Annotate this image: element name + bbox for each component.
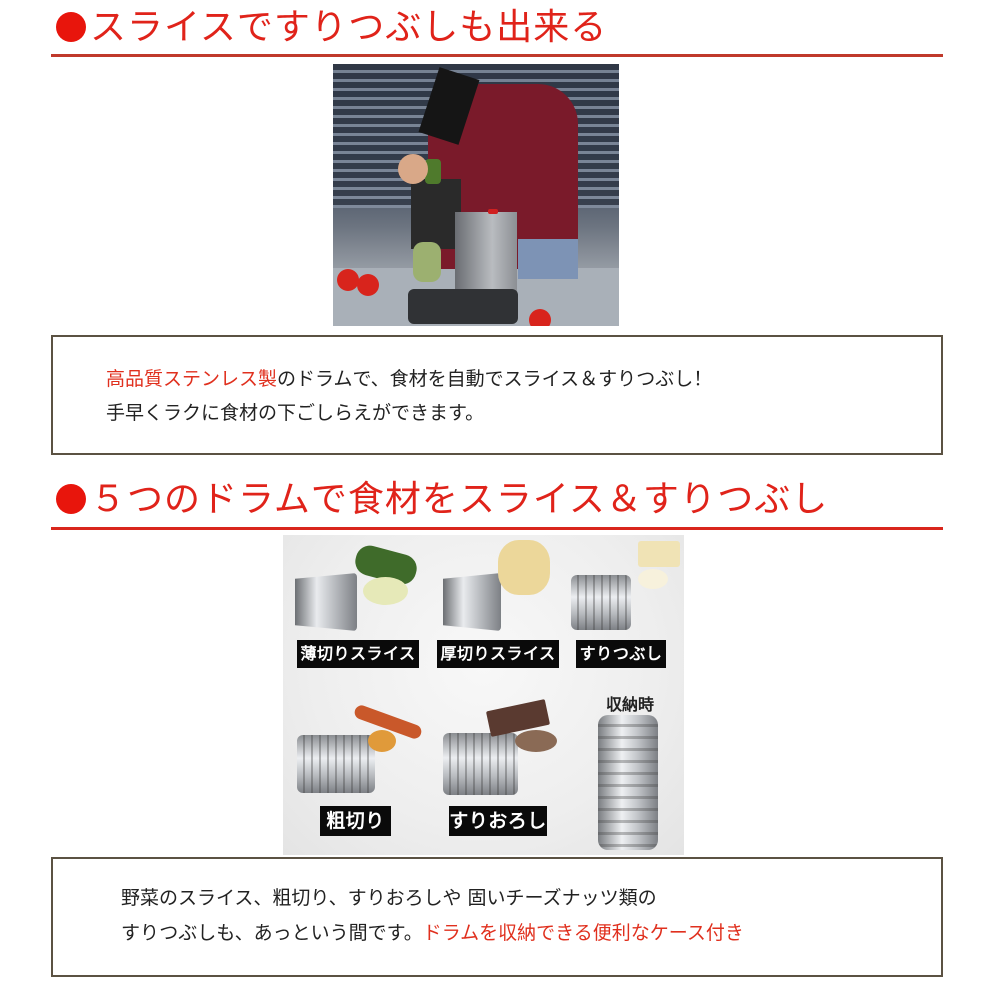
red-bullet-icon <box>56 12 86 42</box>
section-2-heading: ５つのドラムで食材をスライス＆すりつぶし <box>56 476 828 524</box>
section-1-heading-text: スライスですりつぶしも出来る <box>90 7 608 48</box>
grater-drum <box>443 733 518 795</box>
power-button <box>488 209 498 214</box>
zucchini-slices <box>363 577 408 605</box>
highlight-case: ドラムを収納できる便利なケース付き <box>422 922 744 944</box>
section-1-description-line-2: 手早くラクに食材の下ごしらえができます。 <box>106 402 485 424</box>
label-grate: すりおろし <box>449 806 547 836</box>
section-1-description-line-1: 高品質ステンレス製のドラムで、食材を自動でスライス＆すりつぶし！ <box>106 365 712 393</box>
section-2-heading-text: ５つのドラムで食材をスライス＆すりつぶし <box>90 479 829 520</box>
tomato <box>337 269 359 291</box>
section-1-description-box: 高品質ステンレス製のドラムで、食材を自動でスライス＆すりつぶし！ 手早くラクに食… <box>51 335 943 455</box>
highlight-stainless: 高品質ステンレス製 <box>106 368 278 390</box>
slicer-base <box>408 289 518 324</box>
coarse-drum <box>297 735 375 793</box>
person-jeans <box>518 239 578 279</box>
label-thin-slice: 薄切りスライス <box>297 640 419 668</box>
description-text: のドラムで、食材を自動でスライス＆すりつぶし！ <box>277 368 713 390</box>
thin-slice-drum <box>295 573 357 631</box>
label-coarse-cut: 粗切り <box>320 806 391 836</box>
slicer-feed-chute <box>411 179 461 249</box>
label-grind: すりつぶし <box>576 640 666 668</box>
thick-slice-drum <box>443 573 501 631</box>
grated-cheese <box>638 569 668 589</box>
grinding-drum <box>571 575 631 630</box>
zucchini <box>425 159 441 184</box>
hand <box>398 154 428 184</box>
red-bullet-icon <box>56 484 86 514</box>
section-2-description-box: 野菜のスライス、粗切り、すりおろしや 固いチーズナッツ類の すりつぶしも、あっと… <box>51 857 943 977</box>
label-thick-slice: 厚切りスライス <box>437 640 559 668</box>
ground-chocolate <box>515 730 557 752</box>
storage-case-icon <box>598 715 658 850</box>
section-2-description-line-2: すりつぶしも、あっという間です。ドラムを収納できる便利なケース付き <box>121 919 744 947</box>
section-2-underline <box>51 527 943 530</box>
storage-label: 収納時 <box>605 695 654 714</box>
section-2-description-line-1: 野菜のスライス、粗切り、すりおろしや 固いチーズナッツ類の <box>121 887 657 909</box>
slicer-drum-output <box>413 242 441 282</box>
grated-carrot <box>368 730 396 752</box>
description-text: すりつぶしも、あっという間です。 <box>121 922 423 944</box>
tomato <box>357 274 379 296</box>
cheese-food <box>638 541 680 567</box>
product-usage-photo <box>333 64 619 326</box>
section-1-heading: スライスですりつぶしも出来る <box>56 4 607 52</box>
tomato <box>529 309 551 326</box>
potato-food <box>498 540 550 595</box>
section-1-underline <box>51 54 943 57</box>
